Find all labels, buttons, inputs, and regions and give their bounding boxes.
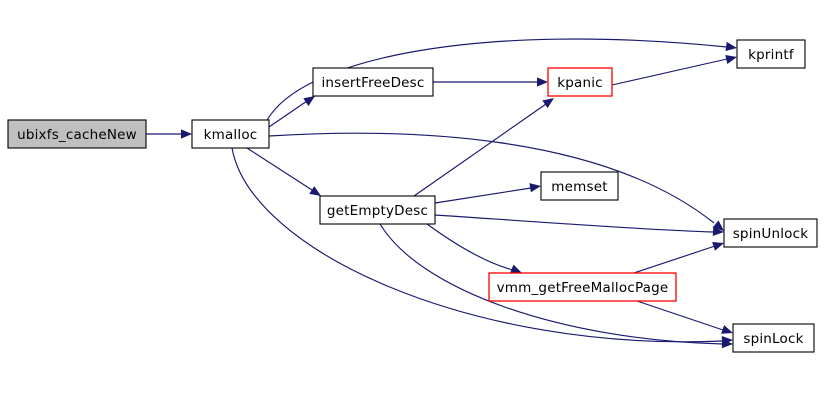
edge-insertFreeDesc-kpanic (433, 77, 548, 87)
edge-kmalloc-kprintf (265, 38, 737, 123)
edge-kmalloc-kprintf-arrowhead-icon (725, 41, 737, 52)
edge-vmm_getFreeMallocPage-spinUnlock (633, 242, 724, 274)
node-memset[interactable]: memset (540, 171, 619, 201)
node-kprintf[interactable]: kprintf (736, 39, 806, 69)
edge-getEmptyDesc-spinLock-arrowhead-icon (721, 339, 733, 349)
node-box-spinUnlock[interactable] (723, 218, 818, 248)
edge-getEmptyDesc-spinUnlock-line (434, 214, 715, 233)
edge-kmalloc-insertFreeDesc-line (268, 100, 308, 128)
node-box-vmm_getFreeMallocPage[interactable] (488, 272, 677, 302)
node-label-kpanic: kpanic (557, 75, 603, 91)
edge-kmalloc-insertFreeDesc-arrowhead-icon (303, 96, 315, 106)
edge-getEmptyDesc-kpanic (413, 98, 554, 197)
node-label-getEmptyDesc: getEmptyDesc (327, 203, 428, 219)
node-box-kprintf[interactable] (736, 39, 806, 69)
edge-getEmptyDesc-spinLock (379, 223, 733, 349)
edge-kmalloc-spinLock-line (231, 147, 724, 343)
edge-kpanic-kprintf (611, 54, 737, 86)
node-label-ubixfs_cacheNew: ubixfs_cacheNew (17, 127, 137, 143)
node-box-ubixfs_cacheNew[interactable] (7, 119, 147, 149)
edge-vmm_getFreeMallocPage-spinLock-line (636, 300, 724, 331)
edge-kmalloc-spinLock (231, 147, 733, 346)
edge-kmalloc-spinUnlock-line (268, 132, 715, 224)
edge-kmalloc-kprintf-line (265, 38, 728, 123)
edge-getEmptyDesc-memset-arrowhead-icon (529, 183, 541, 193)
node-box-getEmptyDesc[interactable] (319, 195, 436, 225)
edge-kmalloc-getEmptyDesc-arrowhead-icon (309, 186, 321, 196)
edge-insertFreeDesc-kpanic-arrowhead-icon (537, 77, 548, 87)
node-vmm_getFreeMallocPage[interactable]: vmm_getFreeMallocPage (488, 272, 677, 302)
edge-ubixfs_cacheNew-kmalloc (146, 129, 192, 139)
node-ubixfs_cacheNew[interactable]: ubixfs_cacheNew (7, 119, 147, 149)
node-label-insertFreeDesc: insertFreeDesc (321, 75, 424, 91)
edge-getEmptyDesc-vmm_getFreeMallocPage (426, 223, 522, 274)
node-label-spinUnlock: spinUnlock (733, 226, 809, 242)
node-box-insertFreeDesc[interactable] (312, 67, 434, 97)
edge-getEmptyDesc-spinUnlock (434, 214, 724, 237)
node-kmalloc[interactable]: kmalloc (191, 119, 270, 149)
edge-getEmptyDesc-memset (434, 183, 541, 204)
edge-getEmptyDesc-kpanic-line (413, 103, 547, 197)
node-getEmptyDesc[interactable]: getEmptyDesc (319, 195, 436, 225)
node-label-kprintf: kprintf (748, 47, 795, 63)
edge-getEmptyDesc-vmm_getFreeMallocPage-arrowhead-icon (510, 264, 522, 274)
edge-kmalloc-spinUnlock-arrowhead-icon (712, 220, 724, 231)
node-insertFreeDesc[interactable]: insertFreeDesc (312, 67, 434, 97)
node-kpanic[interactable]: kpanic (547, 67, 613, 97)
edge-ubixfs_cacheNew-kmalloc-arrowhead-icon (181, 129, 192, 139)
edge-getEmptyDesc-kpanic-arrowhead-icon (542, 98, 554, 109)
node-spinLock[interactable]: spinLock (732, 323, 815, 353)
edge-vmm_getFreeMallocPage-spinLock (636, 300, 733, 334)
node-box-kpanic[interactable] (547, 67, 613, 97)
node-label-spinLock: spinLock (743, 331, 803, 347)
edge-getEmptyDesc-spinUnlock-arrowhead-icon (712, 226, 724, 237)
edges-layer (146, 38, 737, 349)
edge-kmalloc-spinUnlock (268, 132, 724, 231)
node-box-memset[interactable] (540, 171, 619, 201)
node-label-memset: memset (551, 179, 607, 195)
edge-vmm_getFreeMallocPage-spinLock-arrowhead-icon (721, 325, 733, 334)
edge-kmalloc-getEmptyDesc-line (246, 147, 313, 191)
edge-vmm_getFreeMallocPage-spinUnlock-line (633, 245, 716, 274)
edge-kmalloc-getEmptyDesc (246, 147, 321, 196)
edge-vmm_getFreeMallocPage-spinUnlock-arrowhead-icon (712, 242, 724, 251)
node-box-kmalloc[interactable] (191, 119, 270, 149)
nodes-layer: ubixfs_cacheNew kmalloc insertFreeDesc kpan… (7, 39, 818, 353)
node-spinUnlock[interactable]: spinUnlock (723, 218, 818, 248)
edge-getEmptyDesc-spinLock-line (379, 223, 724, 345)
node-label-kmalloc: kmalloc (204, 127, 258, 143)
edge-kpanic-kprintf-line (611, 58, 728, 86)
edge-kmalloc-insertFreeDesc (268, 96, 315, 128)
edge-kpanic-kprintf-arrowhead-icon (725, 54, 737, 64)
edge-getEmptyDesc-vmm_getFreeMallocPage-line (426, 223, 514, 271)
edge-getEmptyDesc-memset-line (434, 187, 532, 204)
node-label-vmm_getFreeMallocPage: vmm_getFreeMallocPage (497, 280, 669, 296)
node-box-spinLock[interactable] (732, 323, 815, 353)
